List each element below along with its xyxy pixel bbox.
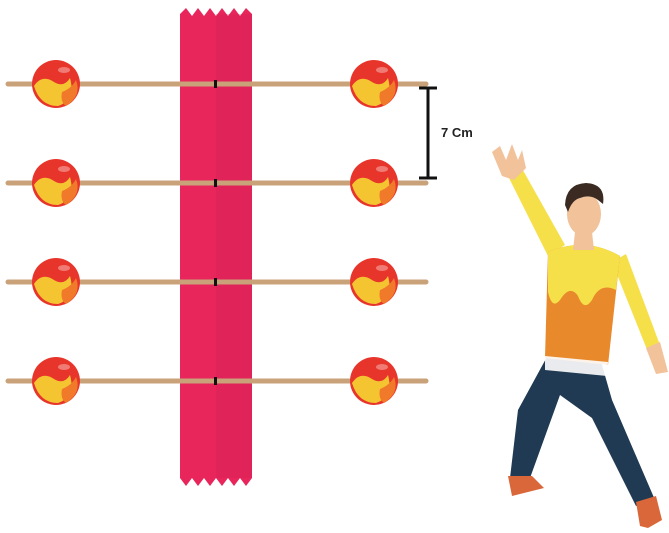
wax-ball-2-right (350, 159, 398, 207)
right-shoe (636, 496, 662, 528)
head (567, 192, 601, 236)
wax-ball-2-left (32, 159, 80, 207)
wax-ball-3-left (32, 258, 80, 306)
rod-4 (5, 357, 429, 405)
wax-ball-4-right (350, 357, 398, 405)
hair (565, 183, 604, 212)
wax-ball-1-right (350, 60, 398, 108)
spacing-label: 7 Cm (441, 125, 473, 140)
lowered-hand (646, 342, 668, 374)
wax-ball-3-right (350, 258, 398, 306)
dancing-person-figure (492, 144, 668, 528)
rods-group (5, 60, 429, 405)
spacing-dimension: 7 Cm (419, 86, 473, 180)
pants (510, 355, 655, 506)
raised-hand (492, 144, 526, 180)
rod-3 (5, 258, 429, 306)
wax-ball-4-left (32, 357, 80, 405)
rod-2 (5, 159, 429, 207)
wax-ball-1-left (32, 60, 80, 108)
rod-1 (5, 60, 429, 108)
left-shoe (508, 476, 544, 496)
tape-strip (180, 8, 252, 486)
